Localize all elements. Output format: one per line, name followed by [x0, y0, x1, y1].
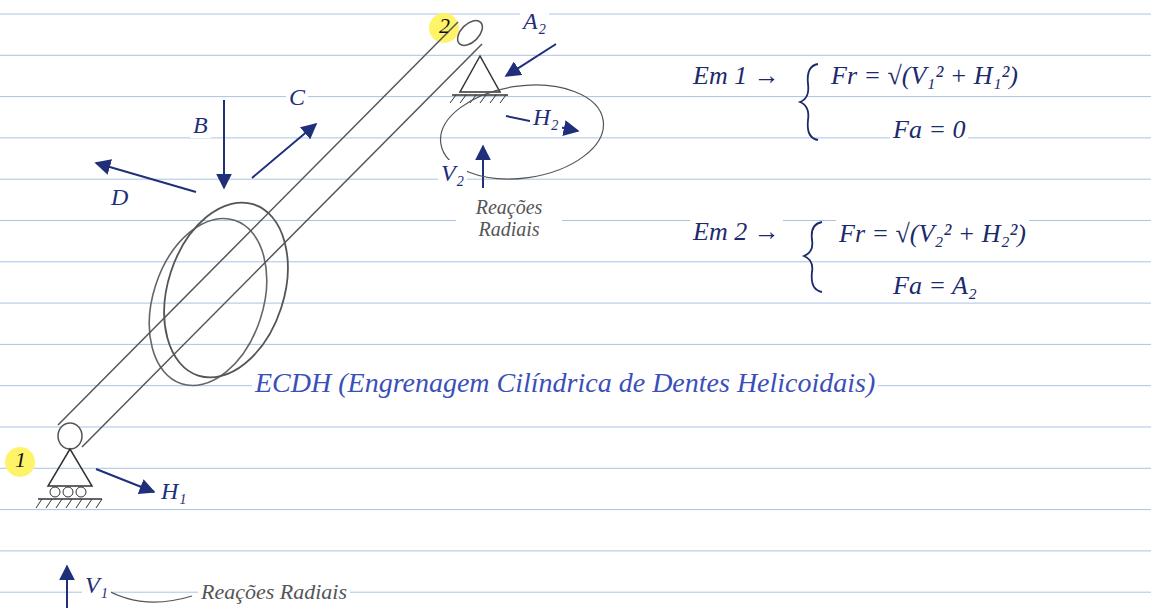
brace [804, 222, 822, 292]
bearing-support [460, 56, 500, 92]
leader-line [100, 586, 192, 602]
force-name: C [286, 84, 308, 110]
shaft-end [58, 423, 82, 449]
notebook-line [0, 468, 1151, 469]
force-name: V₂ [438, 160, 467, 186]
formula-text: Em 1 → [690, 62, 783, 91]
brace [800, 64, 818, 140]
notebook-line [0, 261, 1151, 262]
shaft-end [453, 16, 487, 50]
highlight [5, 447, 35, 477]
note: Reações Radiais [198, 580, 350, 604]
callout-number: 1 [12, 448, 29, 472]
shaft-edge [58, 22, 458, 425]
force-name: A₂ [520, 8, 549, 34]
force-name: H₁ [158, 478, 190, 504]
grouping-loop [434, 75, 609, 189]
formula-text: Em 2 → [690, 218, 783, 247]
force-name: B [190, 112, 211, 138]
force-arrow [506, 44, 556, 76]
notebook-line [0, 592, 1151, 593]
highlight [429, 13, 459, 43]
notebook-line [0, 14, 1151, 15]
formula-text: Fa = 0 [890, 116, 968, 145]
callout-number: 2 [436, 14, 453, 38]
ground-hatch [450, 95, 506, 103]
notebook-line [0, 179, 1151, 180]
notebook-line [0, 509, 1151, 510]
gear-front-face [143, 186, 309, 393]
notebook-line [0, 427, 1151, 428]
ground-hatch [36, 499, 102, 508]
roller [63, 487, 73, 497]
force-arrow [482, 146, 484, 188]
formula-text: Fr = √(V₂² + H₂²) [836, 220, 1029, 249]
roller [76, 487, 86, 497]
notebook-line [0, 550, 1151, 551]
caption-note: ECDH (Engrenagem Cilíndrica de Dentes He… [252, 368, 878, 399]
bearing-support [48, 449, 92, 486]
notebook-line [0, 96, 1151, 97]
notebook-line [0, 137, 1151, 138]
formula-text: Fr = √(V₁² + H₁²) [828, 62, 1021, 91]
roller [50, 487, 60, 497]
notebook-line [0, 55, 1151, 56]
notebook-lines [0, 14, 1151, 592]
force-arrow [96, 469, 154, 492]
notebook-line [0, 303, 1151, 304]
force-arrow [223, 100, 225, 188]
force-name: D [108, 184, 131, 210]
ground-line [452, 94, 508, 96]
force-arrow [66, 566, 68, 608]
force-name: V₁ [82, 572, 111, 598]
ground-line [38, 498, 102, 500]
formula-text: Fa = A₂ [890, 272, 980, 301]
notebook-line [0, 344, 1151, 345]
note: Reações Radiais [456, 196, 562, 240]
force-name: H₂ [530, 104, 562, 130]
force-arrow [252, 124, 316, 178]
